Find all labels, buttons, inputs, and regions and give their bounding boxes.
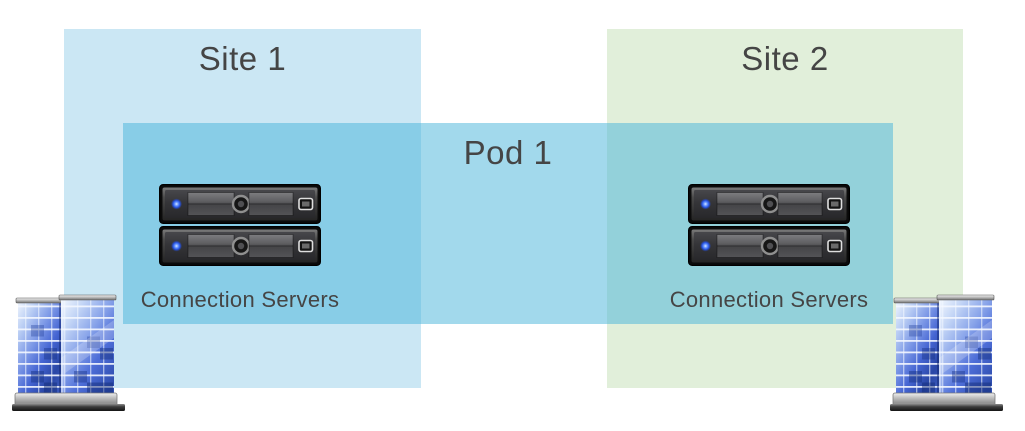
rack-server-icon	[159, 184, 321, 224]
rack-server-icon	[688, 226, 850, 266]
site-2-server-stack	[688, 184, 850, 266]
site-2-connection-servers-label: Connection Servers	[669, 287, 869, 312]
office-building-icon	[12, 294, 125, 412]
rack-server-icon	[159, 226, 321, 266]
pod-1-label: Pod 1	[463, 134, 553, 171]
office-building-icon	[890, 294, 1003, 412]
site-1-connection-servers-label: Connection Servers	[140, 287, 340, 312]
site-1-label: Site 1	[198, 40, 287, 77]
rack-server-icon	[688, 184, 850, 224]
site-2-label: Site 2	[741, 40, 829, 77]
site-1-server-stack	[159, 184, 321, 266]
